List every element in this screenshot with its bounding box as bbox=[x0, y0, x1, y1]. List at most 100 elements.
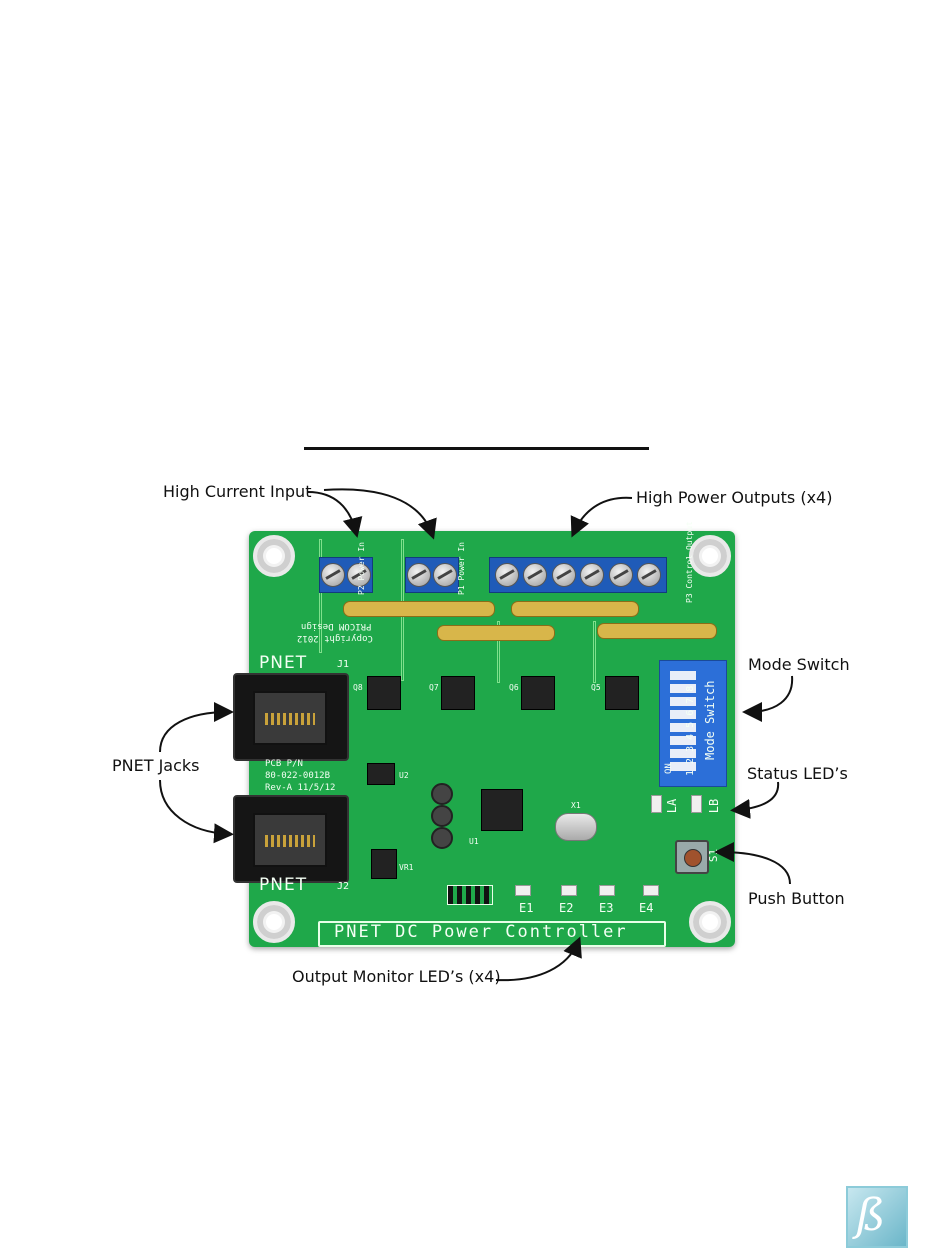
silk-text-j2: J2 bbox=[337, 881, 350, 892]
screw-icon bbox=[432, 563, 457, 587]
pin-header bbox=[447, 885, 493, 905]
silk-text-e3: E3 bbox=[599, 901, 614, 915]
output-led-e3 bbox=[599, 885, 615, 896]
screw-icon bbox=[637, 563, 662, 587]
screw-icon bbox=[407, 563, 432, 587]
callout-status-leds: Status LED’s bbox=[747, 764, 848, 783]
screw-icon bbox=[494, 563, 519, 587]
silk-designer: PRICOM Design bbox=[301, 621, 372, 631]
mounting-hole bbox=[689, 535, 731, 577]
silk-outline bbox=[593, 621, 596, 683]
mosfet-q5 bbox=[605, 676, 639, 710]
silk-text-j1: J1 bbox=[337, 659, 350, 670]
capacitor bbox=[431, 783, 453, 805]
mounting-hole bbox=[253, 901, 295, 943]
screw-icon bbox=[321, 563, 346, 587]
mounting-hole bbox=[253, 535, 295, 577]
board-title-strip bbox=[318, 921, 666, 947]
silk-text-q8: Q8 bbox=[353, 683, 363, 692]
callout-high-current-input: High Current Input bbox=[163, 482, 312, 501]
output-led-e2 bbox=[561, 885, 577, 896]
screw-icon bbox=[346, 563, 371, 587]
output-led-e4 bbox=[643, 885, 659, 896]
mounting-hole bbox=[689, 901, 731, 943]
arrow-to-jack-bottom bbox=[159, 779, 234, 844]
silk-text-e2: E2 bbox=[559, 901, 574, 915]
silk-outline bbox=[319, 539, 322, 653]
mode-dip-switch bbox=[659, 660, 727, 787]
arrow-to-monitor-leds bbox=[495, 936, 582, 982]
silk-text-la: LA bbox=[665, 798, 680, 814]
dip-toggle bbox=[670, 710, 696, 719]
arrow-to-mode-switch bbox=[742, 675, 794, 722]
push-button-s1 bbox=[675, 840, 709, 874]
silk-text-x1: X1 bbox=[571, 801, 581, 810]
callout-output-monitor-leds: Output Monitor LED’s (x4) bbox=[292, 967, 501, 986]
fuse bbox=[437, 625, 555, 641]
silk-pcb-pn: PCB P/N bbox=[265, 759, 303, 769]
mcu-u1 bbox=[481, 789, 523, 831]
pnet-label-1: PNET bbox=[259, 653, 308, 673]
pnet-jack-2 bbox=[233, 795, 349, 883]
callout-push-button: Push Button bbox=[748, 889, 845, 908]
screw-icon bbox=[580, 563, 605, 587]
silk-revision: Rev-A 11/5/12 bbox=[265, 783, 336, 793]
silk-text-q7: Q7 bbox=[429, 683, 439, 692]
callout-high-power-outputs: High Power Outputs (x4) bbox=[636, 488, 833, 507]
arrow-to-status-leds bbox=[730, 781, 780, 819]
silk-text-vr1: VR1 bbox=[399, 863, 414, 872]
terminal-block-p1 bbox=[405, 557, 459, 593]
regulator-vr1 bbox=[371, 849, 397, 879]
silk-text-q5: Q5 bbox=[591, 683, 601, 692]
jack-socket bbox=[253, 691, 327, 745]
capacitor bbox=[431, 827, 453, 849]
silk-mode-switch: Mode Switch bbox=[703, 680, 717, 760]
fuse bbox=[597, 623, 717, 639]
callout-mode-switch: Mode Switch bbox=[748, 655, 850, 674]
dip-toggle bbox=[670, 723, 696, 732]
silk-switch-on: ON bbox=[664, 763, 674, 774]
mosfet-q8 bbox=[367, 676, 401, 710]
dip-toggle bbox=[670, 736, 696, 745]
silk-text-p3: P3 Control Output bbox=[685, 521, 694, 603]
mosfet-q6 bbox=[521, 676, 555, 710]
board-title: PNET DC Power Controller bbox=[334, 922, 628, 942]
jack-pins bbox=[265, 713, 315, 725]
fuse bbox=[511, 601, 639, 617]
silk-pcb-number: 80-022-0012B bbox=[265, 771, 331, 781]
crystal-x1 bbox=[555, 813, 597, 841]
chip-u2 bbox=[367, 763, 395, 785]
screw-icon bbox=[523, 563, 548, 587]
arrow-to-input-left bbox=[307, 491, 363, 538]
button-cap bbox=[684, 849, 702, 867]
dip-toggle bbox=[670, 697, 696, 706]
dip-toggle bbox=[670, 671, 696, 680]
status-led-la bbox=[651, 795, 662, 813]
silk-text-e4: E4 bbox=[639, 901, 654, 915]
arrow-to-jack-top bbox=[159, 702, 234, 753]
terminal-block-p2 bbox=[319, 557, 373, 593]
jack-socket bbox=[253, 813, 327, 867]
pnet-jack-1 bbox=[233, 673, 349, 761]
silk-text-q6: Q6 bbox=[509, 683, 519, 692]
silk-switch-numbers: 1 2 3 4 5 6 7 8 bbox=[685, 685, 696, 776]
silk-text-u1: U1 bbox=[469, 837, 479, 846]
silk-outline bbox=[497, 621, 500, 683]
screw-icon bbox=[608, 563, 633, 587]
pnet-label-2: PNET bbox=[259, 875, 308, 895]
silk-text-e1: E1 bbox=[519, 901, 534, 915]
silk-text-u2: U2 bbox=[399, 771, 409, 780]
arrow-to-input-right bbox=[323, 488, 437, 540]
logo-mark: ß bbox=[856, 1190, 886, 1241]
silk-text-p2: P2 Power In bbox=[357, 542, 366, 595]
silk-text-s1: S1 bbox=[707, 848, 721, 863]
silk-copyright: Copyright 2012 bbox=[297, 633, 373, 643]
separator-rule bbox=[304, 447, 649, 450]
callout-pnet-jacks: PNET Jacks bbox=[112, 756, 200, 775]
dip-toggle bbox=[670, 749, 696, 758]
mosfet-q7 bbox=[441, 676, 475, 710]
dip-toggle bbox=[670, 684, 696, 693]
silk-text-lb: LB bbox=[707, 798, 722, 814]
screw-icon bbox=[551, 563, 576, 587]
jack-pins bbox=[265, 835, 315, 847]
